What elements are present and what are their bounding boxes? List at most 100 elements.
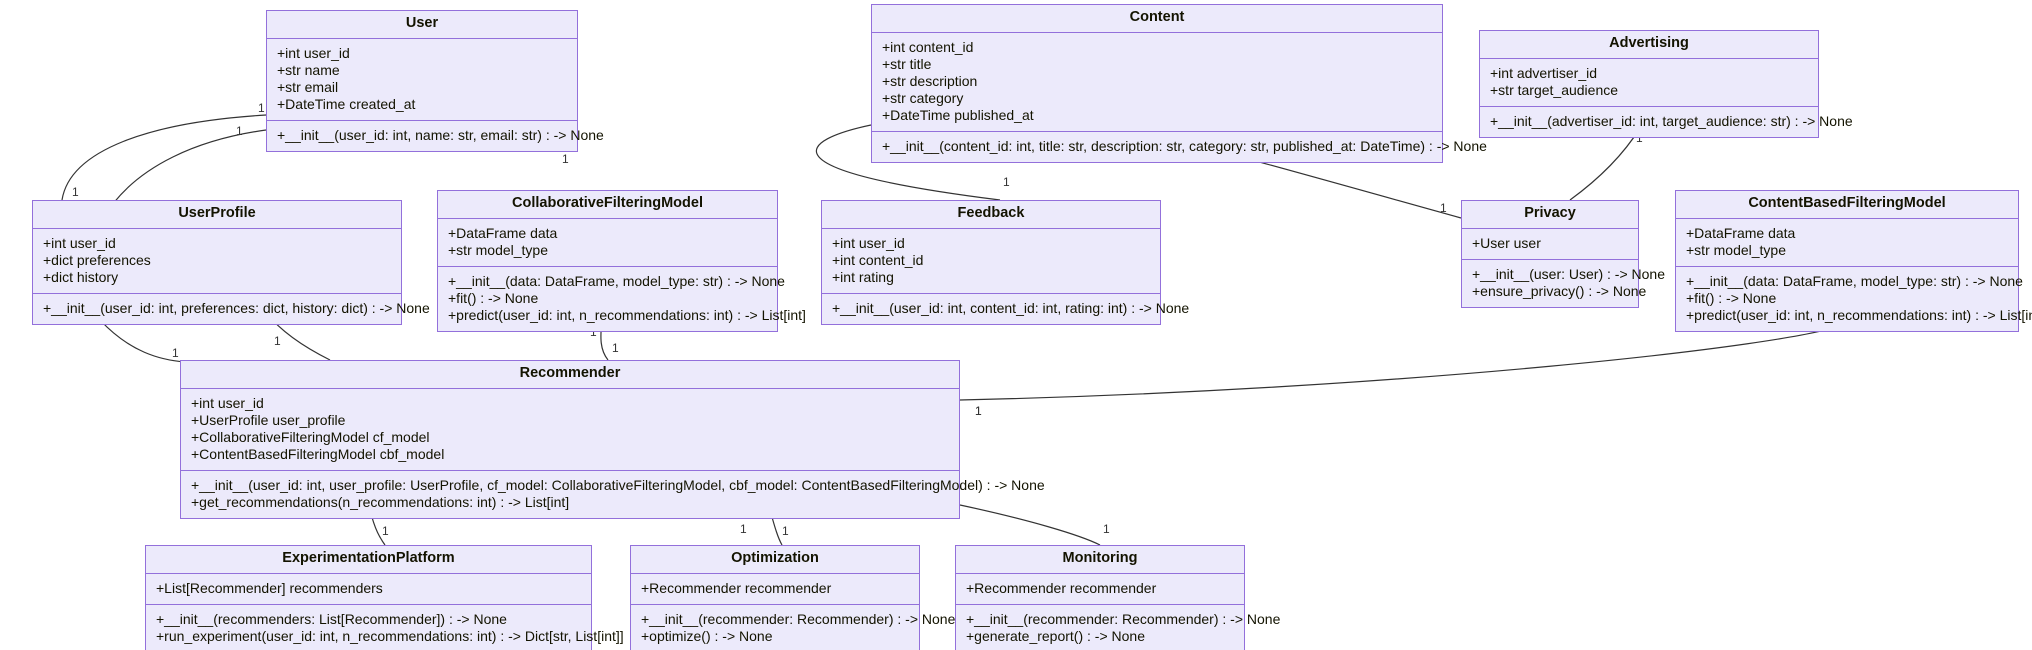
class-name-user: User — [267, 11, 577, 39]
class-methods-monitoring: +__init__(recommender: Recommender) : ->… — [956, 604, 1281, 650]
class-attributes-cfmodel: +DataFrame data+str model_type — [438, 218, 777, 267]
attribute-row: +int user_id — [832, 234, 905, 251]
class-node-cbfmodel[interactable]: ContentBasedFilteringModel+DataFrame dat… — [1675, 190, 2032, 332]
edge-multiplicity-label: 1 — [562, 152, 569, 166]
class-attributes-advertising: +int advertiser_id+str target_audience — [1480, 58, 1818, 107]
method-row: +__init__(user_id: int, content_id: int,… — [832, 299, 1190, 316]
attribute-row: +str name — [277, 61, 340, 78]
edge-user-userprofile — [61, 114, 267, 201]
class-attributes-userprofile: +int user_id+dict preferences+dict histo… — [33, 228, 401, 294]
class-node-experimentation[interactable]: ExperimentationPlatform+List[Recommender… — [145, 545, 624, 650]
method-row: +__init__(recommender: Recommender) : ->… — [966, 610, 1281, 627]
class-attributes-feedback: +int user_id+int content_id+int rating — [822, 228, 1160, 294]
class-name-monitoring: Monitoring — [956, 546, 1244, 574]
class-name-advertising: Advertising — [1480, 31, 1818, 59]
method-row: +__init__(user_id: int, name: str, email… — [277, 126, 604, 143]
attribute-row: +DataFrame data — [448, 224, 558, 241]
method-row: +predict(user_id: int, n_recommendations… — [1686, 306, 2032, 323]
class-methods-experimentation: +__init__(recommenders: List[Recommender… — [146, 604, 624, 650]
class-attributes-monitoring: +Recommender recommender — [956, 573, 1244, 605]
class-node-cfmodel[interactable]: CollaborativeFilteringModel+DataFrame da… — [437, 190, 806, 332]
attribute-row: +str target_audience — [1490, 81, 1619, 98]
class-node-optimization[interactable]: Optimization +Recommender recommender +__i… — [630, 545, 956, 650]
class-name-optimization: Optimization — [631, 546, 919, 574]
attribute-row: +CollaborativeFilteringModel cf_model — [191, 428, 430, 445]
method-row: +__init__(user: User) : -> None — [1472, 265, 1665, 282]
edge-advertising-privacy — [1569, 127, 1641, 201]
edge-multiplicity-label: 1 — [1103, 522, 1110, 536]
method-row: +__init__(user_id: int, preferences: dic… — [43, 299, 430, 316]
attribute-row: +int advertiser_id — [1490, 64, 1598, 81]
edge-multiplicity-label: 1 — [975, 404, 982, 418]
method-row: +optimize() : -> None — [641, 627, 773, 644]
class-name-privacy: Privacy — [1462, 201, 1638, 229]
attribute-row: +str model_type — [448, 241, 548, 258]
class-methods-optimization: +__init__(recommender: Recommender) : ->… — [631, 604, 956, 650]
edge-multiplicity-label: 1 — [72, 185, 79, 199]
attribute-row: +str email — [277, 78, 339, 95]
attribute-row: +Recommender recommender — [641, 579, 832, 596]
class-attributes-experimentation: +List[Recommender] recommenders — [146, 573, 591, 605]
class-node-feedback[interactable]: Feedback+int user_id+int content_id+int … — [821, 200, 1190, 325]
class-methods-privacy: +__init__(user: User) : -> None+ensure_p… — [1462, 259, 1665, 307]
class-name-content: Content — [872, 5, 1442, 33]
class-attributes-recommender: +int user_id+UserProfile user_profile+Co… — [181, 388, 959, 471]
method-row: +__init__(recommenders: List[Recommender… — [156, 610, 507, 627]
class-node-user[interactable]: User+int user_id+str name+str email+Date… — [266, 10, 604, 152]
class-name-cbfmodel: ContentBasedFilteringModel — [1676, 191, 2018, 219]
method-row: +__init__(advertiser_id: int, target_aud… — [1490, 112, 1853, 129]
class-attributes-content: +int content_id+str title+str descriptio… — [872, 32, 1442, 132]
class-node-advertising[interactable]: Advertising+int advertiser_id+str target… — [1479, 30, 1853, 138]
method-row: +get_recommendations(n_recommendations: … — [191, 493, 570, 510]
method-row: +run_experiment(user_id: int, n_recommen… — [156, 627, 624, 644]
attribute-row: +str title — [882, 55, 932, 72]
edge-multiplicity-label: 1 — [258, 101, 265, 115]
attribute-row: +DateTime published_at — [882, 106, 1034, 123]
attribute-row: +int rating — [832, 268, 894, 285]
edge-multiplicity-label: 1 — [1440, 201, 1447, 215]
attribute-row: +int content_id — [882, 38, 974, 55]
edge-recommender-monitoring — [959, 504, 1101, 546]
method-row: +__init__(recommender: Recommender) : ->… — [641, 610, 956, 627]
class-node-recommender[interactable]: Recommender+int user_id+UserProfile user… — [180, 360, 1045, 519]
attribute-row: +int content_id — [832, 251, 924, 268]
attribute-row: +str model_type — [1686, 241, 1786, 258]
class-attributes-user: +int user_id+str name+str email+DateTime… — [267, 38, 577, 121]
class-node-userprofile[interactable]: UserProfile+int user_id+dict preferences… — [32, 200, 430, 325]
class-name-experimentation: ExperimentationPlatform — [146, 546, 591, 574]
method-row: +__init__(data: DataFrame, model_type: s… — [448, 272, 785, 289]
class-methods-feedback: +__init__(user_id: int, content_id: int,… — [822, 293, 1190, 324]
attribute-row: +str description — [882, 72, 978, 89]
class-node-monitoring[interactable]: Monitoring +Recommender recommender +__ini… — [955, 545, 1281, 650]
attribute-row: +UserProfile user_profile — [191, 411, 346, 428]
method-row: +predict(user_id: int, n_recommendations… — [448, 306, 806, 323]
class-methods-userprofile: +__init__(user_id: int, preferences: dic… — [33, 293, 430, 324]
edge-multiplicity-label: 1 — [612, 341, 619, 355]
class-methods-advertising: +__init__(advertiser_id: int, target_aud… — [1480, 106, 1853, 137]
class-name-recommender: Recommender — [181, 361, 959, 389]
class-attributes-cbfmodel: +DataFrame data+str model_type — [1676, 218, 2018, 267]
attribute-row: +Recommender recommender — [966, 579, 1157, 596]
method-row: +ensure_privacy() : -> None — [1472, 282, 1647, 299]
class-name-cfmodel: CollaborativeFilteringModel — [438, 191, 777, 219]
edge-multiplicity-label: 1 — [236, 124, 243, 138]
method-row: +__init__(content_id: int, title: str, d… — [882, 137, 1487, 154]
class-attributes-privacy: +User user — [1462, 228, 1638, 260]
attribute-row: +ContentBasedFilteringModel cbf_model — [191, 445, 445, 462]
method-row: +generate_report() : -> None — [966, 627, 1145, 644]
method-row: +__init__(user_id: int, user_profile: Us… — [191, 476, 1045, 493]
class-node-content[interactable]: Content+int content_id+str title+str des… — [871, 4, 1487, 163]
class-methods-recommender: +__init__(user_id: int, user_profile: Us… — [181, 470, 1045, 518]
edge-multiplicity-label: 1 — [172, 346, 179, 360]
attribute-row: +User user — [1472, 234, 1541, 251]
edge-multiplicity-label: 1 — [274, 334, 281, 348]
attribute-row: +int user_id — [191, 394, 264, 411]
edge-multiplicity-label: 1 — [782, 524, 789, 538]
method-row: +__init__(data: DataFrame, model_type: s… — [1686, 272, 2023, 289]
edge-multiplicity-label: 1 — [1003, 175, 1010, 189]
class-methods-cbfmodel: +__init__(data: DataFrame, model_type: s… — [1676, 266, 2032, 331]
class-node-privacy[interactable]: Privacy +User user +__init__(user: User) :… — [1461, 200, 1665, 308]
class-name-feedback: Feedback — [822, 201, 1160, 229]
class-methods-cfmodel: +__init__(data: DataFrame, model_type: s… — [438, 266, 806, 331]
